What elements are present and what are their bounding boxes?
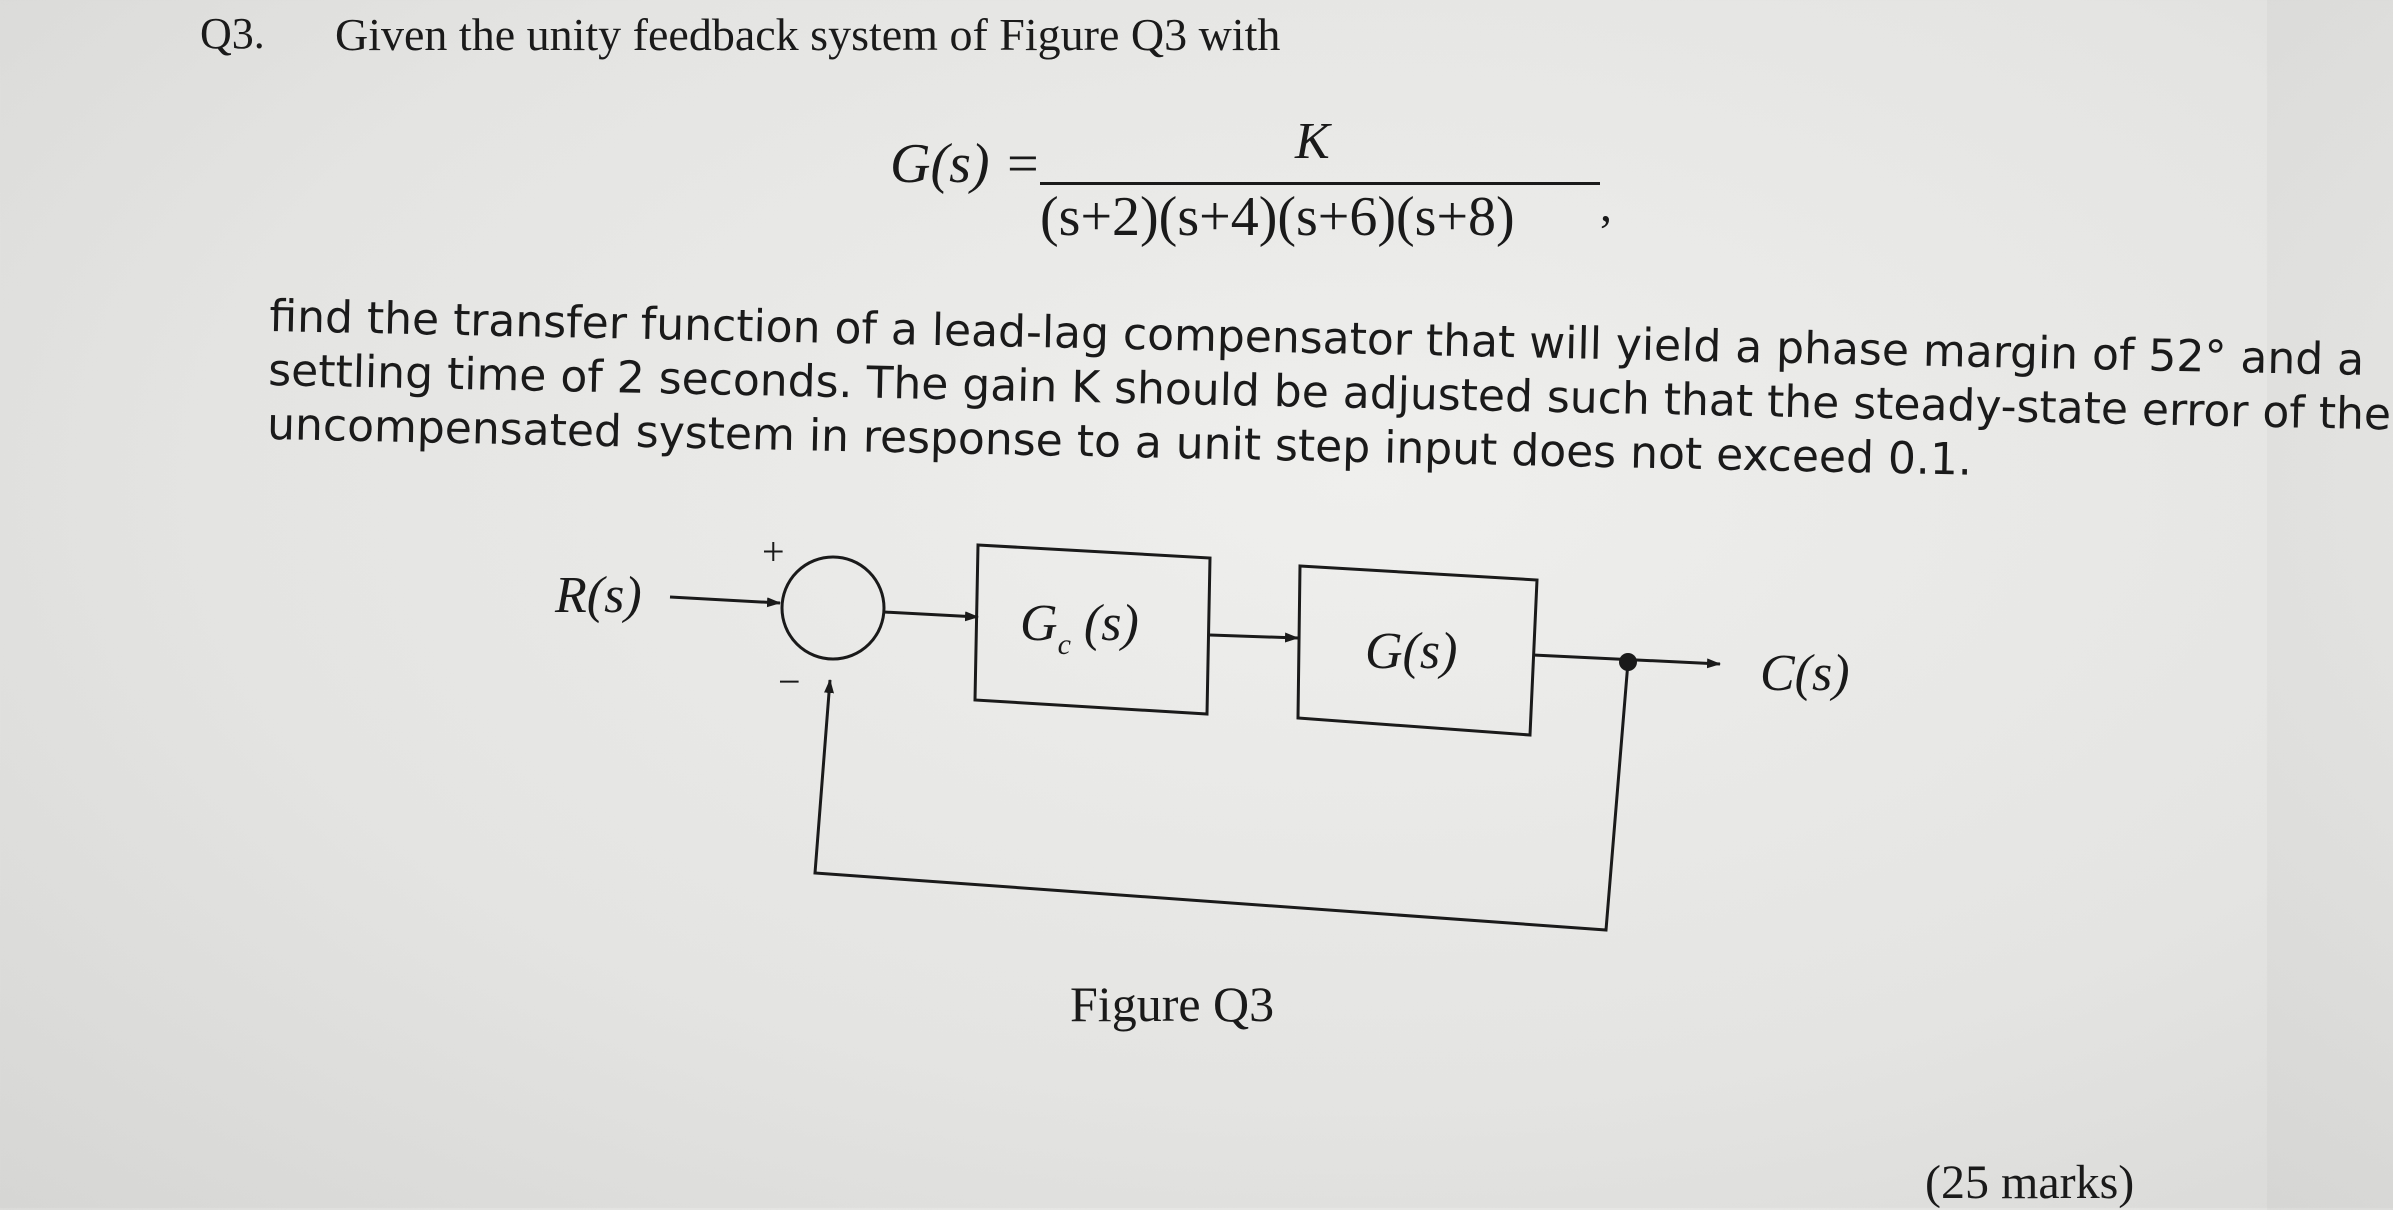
equation-trailing-comma: , <box>1600 179 1612 232</box>
marks-label: (25 marks) <box>1925 1156 2135 1209</box>
compensator-label: Gc (s) <box>1020 595 1139 661</box>
equation-lhs: G(s) = <box>890 133 1042 195</box>
plus-sign: + <box>762 529 785 574</box>
compensator-block <box>973 543 1212 716</box>
plant-block <box>1296 564 1539 737</box>
question-lead-text: Given the unity feedback system of Figur… <box>335 9 1281 60</box>
figure-caption: Figure Q3 <box>1070 976 1275 1032</box>
compensator-subscript: c <box>1058 628 1071 661</box>
equation-numerator: K <box>1295 113 1330 170</box>
output-label: C(s) <box>1760 645 1850 702</box>
equation-denominator: (s+2)(s+4)(s+6)(s+8) <box>1040 186 1515 248</box>
feedback-path <box>813 661 1630 932</box>
plant-label: G(s) <box>1365 623 1457 680</box>
compensator-to-plant-arrow <box>1209 632 1299 643</box>
block-diagram: R(s) + − Gc (s) G(s) C(s) <box>554 529 1850 932</box>
minus-sign: − <box>778 659 801 704</box>
fraction-bar <box>1040 182 1600 185</box>
summing-junction <box>780 555 886 661</box>
question-number: Q3. <box>200 9 265 58</box>
input-label: R(s) <box>554 567 642 624</box>
input-arrow <box>669 595 781 608</box>
junction-to-compensator-arrow <box>883 610 979 622</box>
